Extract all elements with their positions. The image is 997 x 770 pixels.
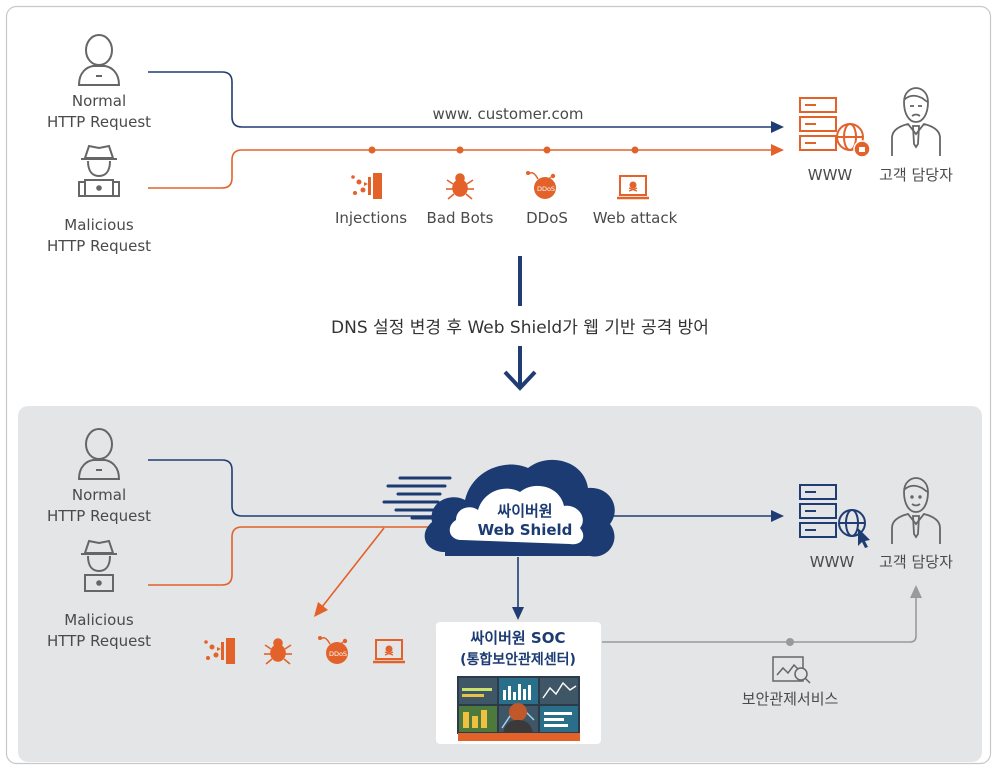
transition-line-top (518, 256, 522, 306)
alarm-icon (853, 140, 871, 158)
transition-text: DNS 설정 변경 후 Web Shield가 웹 기반 공격 방어 (331, 318, 709, 338)
url-label: www. customer.com (432, 105, 583, 123)
top-normal-label-2: HTTP Request (47, 113, 151, 131)
web-attack-icon (617, 175, 649, 200)
operator-figure (458, 703, 580, 741)
report-icon (772, 656, 811, 684)
hacker-icon (78, 144, 120, 197)
service-label: 보안관제서비스 (742, 690, 839, 708)
ddos-badge-text: DDoS (329, 650, 347, 658)
injection-icon (351, 173, 382, 199)
top-server-label: WWW (808, 166, 853, 184)
web-attack-icon (373, 639, 405, 664)
normal-flow-line (148, 71, 772, 128)
threat-dot (543, 146, 551, 154)
injection-icon (204, 638, 235, 664)
bottom-server-label: WWW (810, 553, 855, 571)
ddos-bomb-icon: DDoS (526, 171, 556, 199)
shield-to-server-arrowhead (771, 510, 784, 522)
bottom-manager-label: 고객 담당자 (879, 553, 953, 571)
soc-label-1: 싸이버원 SOC (471, 629, 566, 647)
web-shield-panel (18, 406, 982, 762)
top-malicious-label-1: Malicious (64, 216, 134, 234)
threat-label-bad-bots: Bad Bots (427, 209, 494, 227)
hacker-icon (81, 539, 117, 592)
malicious-flow-arrowhead (771, 144, 784, 156)
deflect-arrow-line (321, 527, 385, 608)
user-icon (77, 427, 121, 480)
transition-line-bottom (518, 346, 522, 386)
bottom-malicious-label-1: Malicious (64, 611, 134, 629)
server-icon (799, 484, 837, 538)
soc-label-2: (통합보안관제센터) (460, 651, 576, 668)
threat-dot (368, 146, 376, 154)
threat-label-web-attack: Web attack (593, 209, 678, 227)
bottom-normal-flow-line (148, 459, 440, 517)
shield-to-soc-arrowhead (512, 607, 524, 620)
soc-to-manager-arrowhead (910, 585, 922, 598)
bottom-normal-label-1: Normal (72, 486, 126, 504)
ddos-badge-text: DDoS (537, 185, 555, 193)
ddos-bomb-icon: DDoS (318, 636, 348, 664)
threat-label-injections: Injections (335, 209, 407, 227)
service-dot (786, 638, 794, 646)
server-icon (799, 97, 837, 151)
top-normal-label-1: Normal (72, 92, 126, 110)
deflect-arrowhead (314, 602, 328, 617)
soc-to-manager-line (602, 598, 917, 643)
threat-dot (631, 146, 639, 154)
threat-dot (456, 146, 464, 154)
user-icon (77, 33, 121, 86)
threat-label-ddos: DDoS (526, 209, 568, 227)
cloud-label-2: Web Shield (478, 521, 573, 539)
top-manager-label: 고객 담당자 (879, 166, 953, 184)
bottom-malicious-flow-line (148, 526, 440, 586)
bottom-malicious-label-2: HTTP Request (47, 632, 151, 650)
bug-icon (446, 173, 474, 200)
cloud-label-1: 싸이버원 (497, 502, 552, 520)
happy-manager-icon (891, 477, 941, 544)
bug-icon (264, 638, 292, 665)
top-malicious-label-2: HTTP Request (47, 237, 151, 255)
bottom-normal-label-2: HTTP Request (47, 507, 151, 525)
cursor-icon (858, 528, 870, 548)
worried-manager-icon (891, 87, 941, 156)
cloud-icon (424, 459, 615, 557)
normal-flow-arrowhead (771, 121, 784, 133)
malicious-flow-line (148, 149, 772, 189)
arrow-down-icon (503, 370, 537, 391)
